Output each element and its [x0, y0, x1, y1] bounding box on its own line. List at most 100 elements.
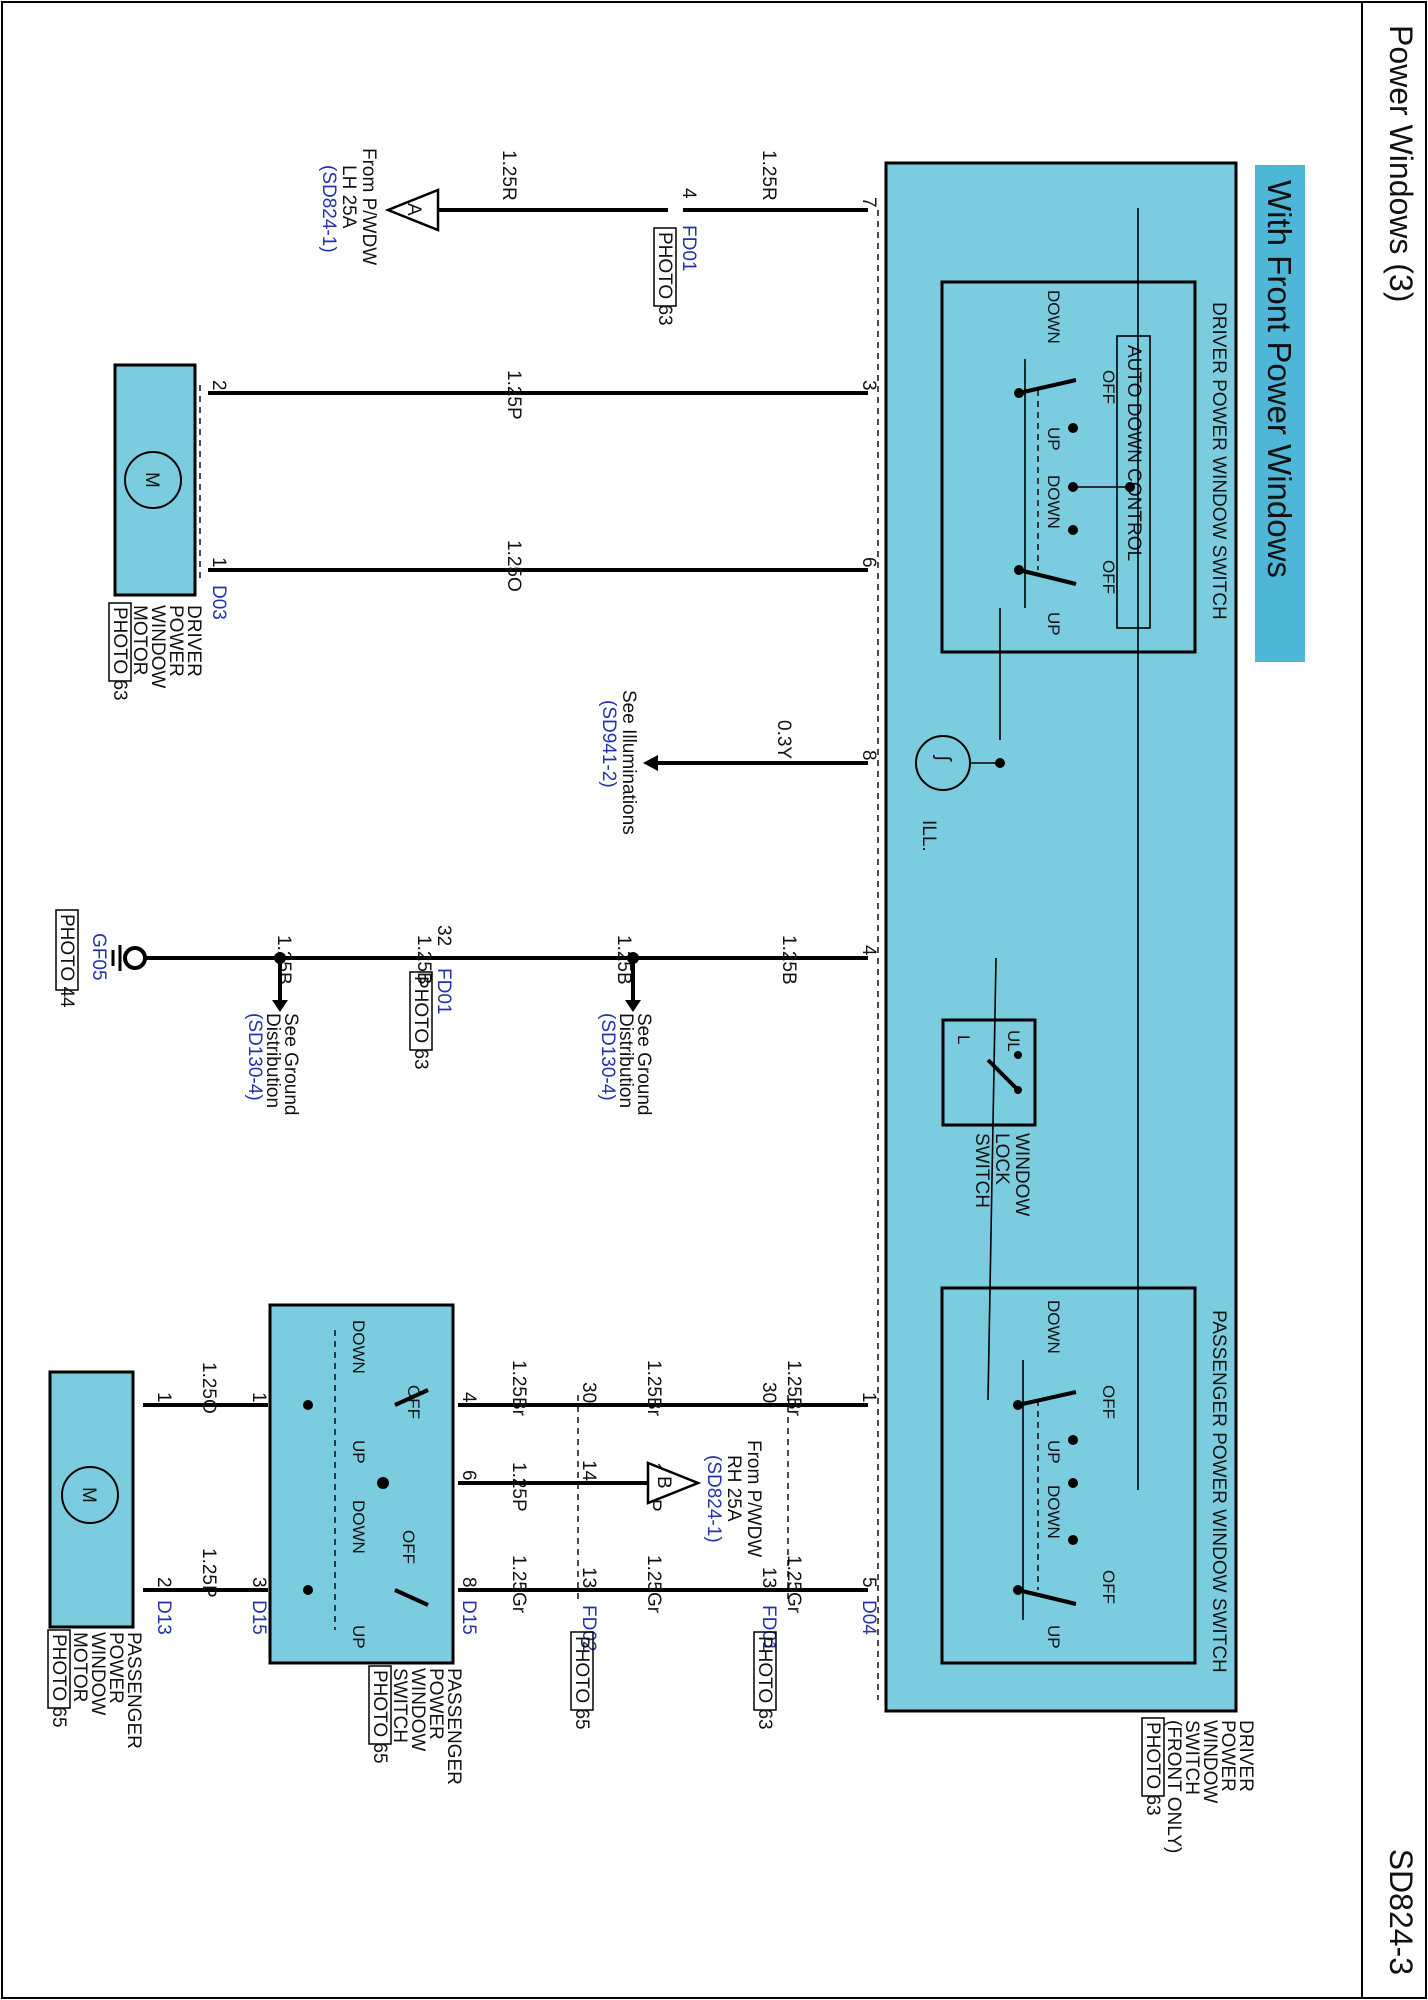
wire-label-125gr-3: 1.25Gr	[508, 1555, 529, 1614]
driver-switch-name-3: WINDOW	[1199, 1720, 1220, 1803]
source-b-triangle	[646, 1461, 702, 1505]
source-a-line-2: LH 25A	[338, 165, 359, 229]
dws-off-2: OFF	[1099, 560, 1118, 594]
psr-contact-3	[377, 1477, 389, 1489]
driver-motor-photo-box	[108, 602, 132, 682]
fd02-photo-box	[570, 1631, 594, 1711]
driver-motor-name-1: DRIVER	[183, 605, 204, 677]
illumination-ref: (SD941-2)	[598, 700, 619, 788]
wire-label-125p-driver: 1.25P	[503, 370, 524, 420]
banner	[1255, 165, 1305, 662]
psr-pin-8: 8	[458, 1577, 479, 1588]
fd02-pin-30: 30	[578, 1382, 599, 1403]
wire-label-125o-pass: 1.25O	[198, 1362, 219, 1414]
auto-down-control-box	[1116, 335, 1151, 629]
driver-motor-name-2: POWER	[165, 605, 186, 677]
passenger-motor-name-1: PASSENGER	[123, 1632, 144, 1749]
pin-3: 3	[858, 380, 879, 391]
dws-blade-1	[1018, 378, 1077, 395]
fd01-code-top: FD01	[678, 225, 699, 271]
driver-motor-photo: PHOTO 63	[109, 607, 130, 701]
psr-connector-bottom: D15	[248, 1600, 269, 1635]
psr-off-2: OFF	[399, 1530, 418, 1564]
passenger-motor-symbol	[61, 1466, 119, 1524]
window-lock-ul: UL	[1004, 1030, 1023, 1052]
page-code: SD824-3	[1383, 1849, 1419, 1975]
fd01-code-mid: FD01	[433, 968, 454, 1014]
fd02-pin-14: 14	[578, 1460, 599, 1482]
fd02-pin-13: 13	[578, 1567, 599, 1588]
source-a-ref: (SD824-1)	[318, 165, 339, 253]
driver-motor-symbol	[124, 451, 182, 509]
pin-1: 1	[858, 1392, 879, 1403]
passenger-motor-photo: PHOTO 65	[48, 1634, 69, 1728]
dws-down-2: DOWN	[1044, 475, 1063, 529]
pin-8: 8	[858, 750, 879, 761]
wire-label-125b-1: 1.25B	[778, 935, 799, 985]
passenger-motor-pin-2: 2	[153, 1577, 174, 1588]
driver-switch-name-5: (FRONT ONLY)	[1163, 1720, 1184, 1853]
ground-code: GF05	[88, 933, 109, 981]
dws-contact-3	[1068, 423, 1078, 433]
fd01-pin-4: 4	[678, 188, 699, 199]
window-lock-name-1: WINDOW	[1011, 1133, 1032, 1216]
pws-up-1: UP	[1044, 1440, 1063, 1464]
fd01-photo-box-top	[653, 227, 677, 307]
pws-blade-1	[1017, 1390, 1077, 1407]
window-lock-blade	[986, 1058, 1020, 1092]
wire-label-125gr-1: 1.25Gr	[783, 1555, 804, 1614]
dws-up-1: UP	[1044, 427, 1063, 451]
banner-text: With Front Power Windows	[1261, 180, 1298, 578]
auto-down-control-label: AUTO DOWN CONTROL	[1123, 345, 1144, 561]
psr-pin-3: 3	[248, 1577, 269, 1588]
psr-pin-6: 6	[458, 1470, 479, 1481]
illumination-label: ILL.	[918, 820, 939, 852]
pin-6: 6	[858, 557, 879, 568]
driver-motor-name-4: MOTOR	[129, 605, 150, 675]
fd01-photo-low: PHOTO 63	[754, 1636, 775, 1730]
driver-switch-name-1: DRIVER	[1235, 1720, 1256, 1792]
pws-contact-5	[1068, 1535, 1078, 1545]
fd01-photo-mid: PHOTO 63	[410, 976, 431, 1070]
wire-label-125r-1: 1.25R	[758, 150, 779, 201]
passenger-motor-name-4: MOTOR	[69, 1632, 90, 1702]
illumination-ref-text: See Illuminations	[618, 690, 639, 835]
driver-switch-assembly	[884, 161, 1238, 1713]
source-b-line-2: RH 25A	[723, 1455, 744, 1522]
fd01-pin-30: 30	[758, 1382, 779, 1403]
dws-contact-4	[1068, 482, 1078, 492]
wire-label-125gr-2: 1.25Gr	[643, 1555, 664, 1614]
psr-photo-box	[368, 1665, 392, 1745]
psr-blade-2	[394, 1588, 429, 1607]
pin-5: 5	[858, 1577, 879, 1588]
wire-label-125br-3: 1.25Br	[508, 1360, 529, 1417]
psr-contact-2	[303, 1585, 313, 1595]
passenger-switch-remote-box	[268, 1303, 455, 1665]
dws-blade-2	[1018, 568, 1077, 586]
pin-7: 7	[858, 197, 879, 208]
psr-name-3: WINDOW	[407, 1668, 428, 1751]
psr-pin-1: 1	[248, 1392, 269, 1403]
passenger-motor-name-2: POWER	[105, 1632, 126, 1704]
passenger-motor-pin-1: 1	[153, 1392, 174, 1403]
window-lock-contact-1	[1014, 1051, 1022, 1059]
wire-label-03y: 0.3Y	[773, 720, 794, 759]
source-b-letter: B	[653, 1476, 674, 1489]
window-lock-l: L	[954, 1035, 973, 1044]
psr-up-1: UP	[349, 1440, 368, 1464]
ground-ref-2-ref: (SD130-4)	[244, 1013, 265, 1101]
page-title: Power Windows (3)	[1383, 25, 1419, 302]
dws-off-1: OFF	[1099, 370, 1118, 404]
driver-switch-connector: D04	[858, 1600, 879, 1635]
illumination-node	[995, 758, 1005, 768]
psr-blade-1	[394, 1388, 429, 1407]
pws-off-1: OFF	[1099, 1385, 1118, 1419]
dws-down-1: DOWN	[1044, 290, 1063, 344]
illumination-ref-arrow	[643, 755, 658, 771]
fd01-photo-box-low	[753, 1631, 777, 1711]
driver-window-switch-box	[940, 280, 1197, 654]
ground-ref-1-line1: See Ground	[633, 1013, 654, 1115]
pws-contact-3	[1068, 1435, 1078, 1445]
dws-contact-6	[1125, 482, 1135, 492]
